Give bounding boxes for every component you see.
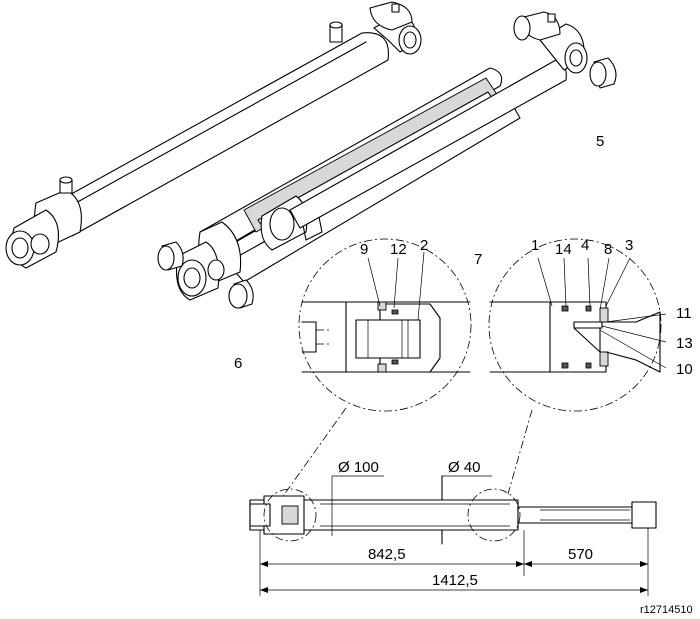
reference-number: r12714510 [640, 604, 693, 616]
total-length-label: 1412,5 [432, 572, 478, 589]
callout-3: 3 [625, 237, 633, 254]
callout-12: 12 [390, 241, 407, 258]
rod-diameter-label: Ø 40 [448, 459, 481, 476]
side-elevation [249, 407, 657, 596]
callout-11: 11 [676, 305, 692, 322]
callout-14: 14 [555, 241, 572, 258]
callout-10: 10 [676, 361, 693, 378]
detail-piston [298, 238, 472, 412]
callout-6: 6 [234, 355, 242, 372]
callout-1: 1 [531, 237, 539, 254]
bore-diameter-label: Ø 100 [338, 459, 379, 476]
body-length-label: 842,5 [368, 546, 406, 563]
callout-5: 5 [596, 133, 604, 150]
callout-7: 7 [474, 251, 482, 268]
callout-9: 9 [360, 241, 368, 258]
callout-2: 2 [420, 237, 428, 254]
cutaway-cylinder [157, 11, 617, 309]
callout-13: 13 [676, 335, 693, 352]
callout-8: 8 [604, 241, 612, 258]
assembled-cylinder [5, 1, 422, 269]
detail-gland [488, 238, 667, 412]
callout-4: 4 [581, 237, 589, 254]
stroke-length-label: 570 [568, 546, 593, 563]
